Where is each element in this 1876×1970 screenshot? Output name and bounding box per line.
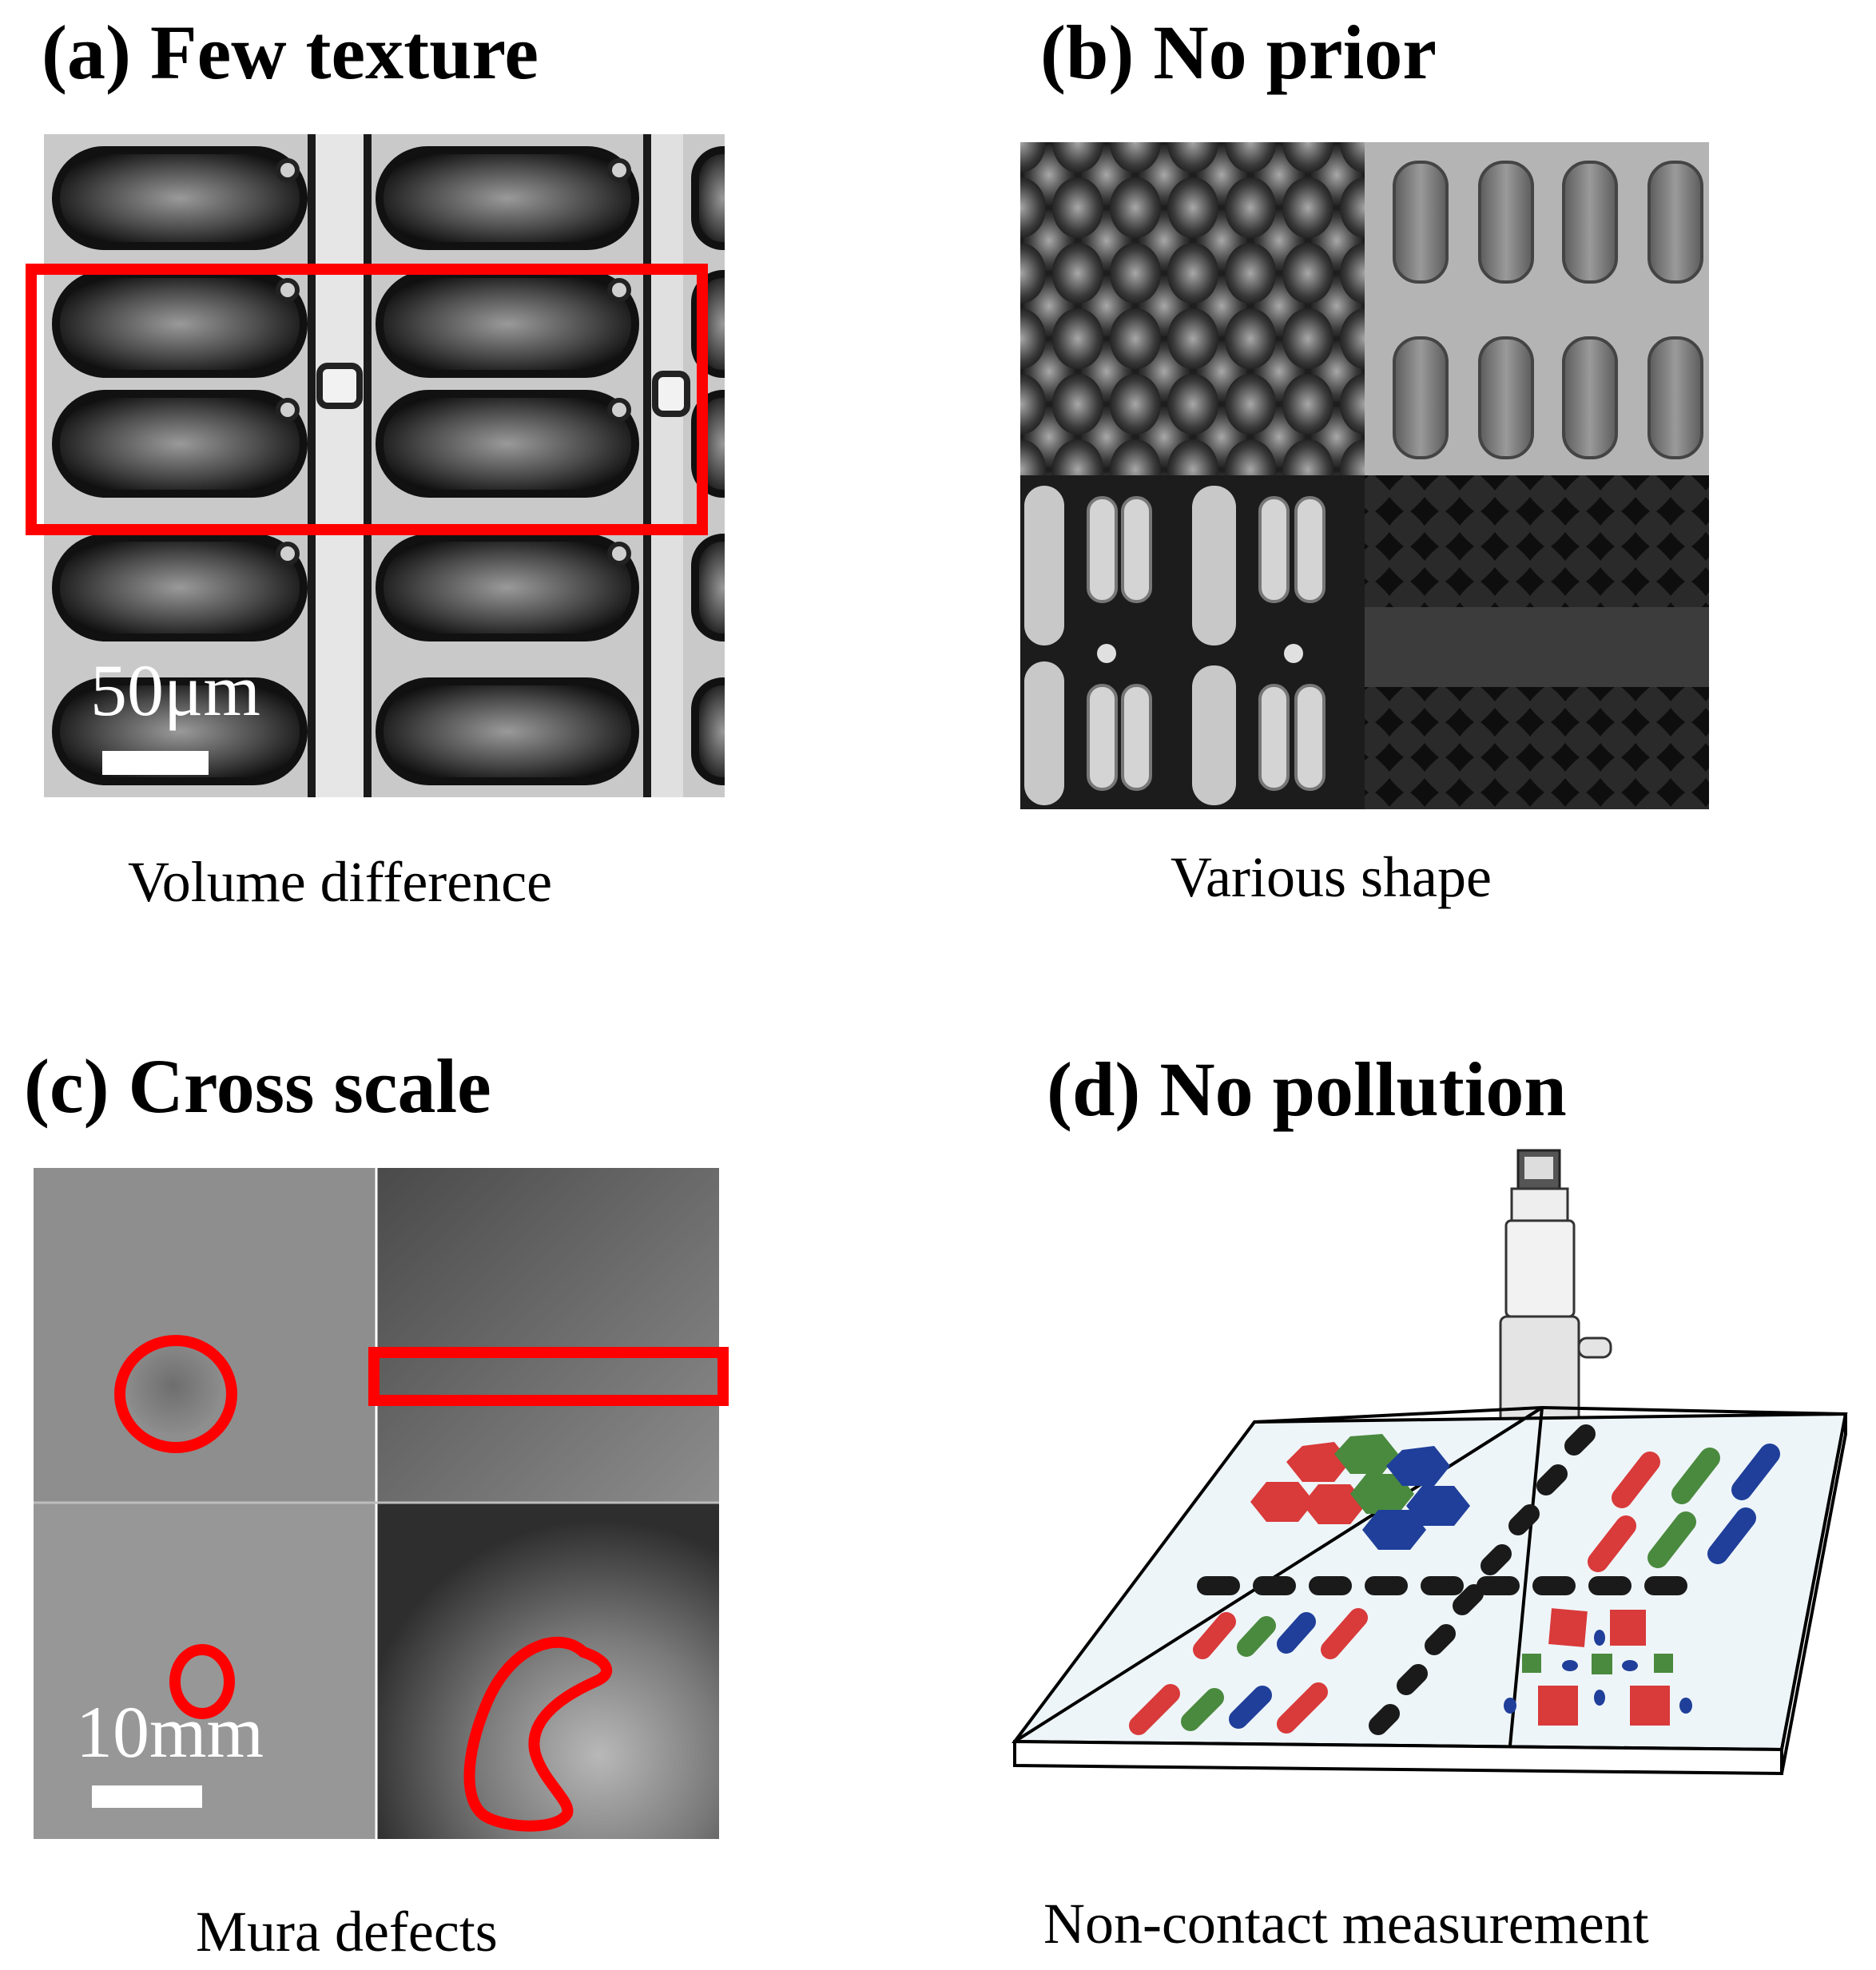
- panel-a-micrograph: [44, 134, 725, 797]
- panel-a-caption: Volume difference: [128, 850, 553, 914]
- panel-d-title: (d) No pollution: [1047, 1047, 1567, 1132]
- panel-a-scale-label: 50μm: [90, 649, 260, 731]
- panel-b-title: (b) No prior: [1040, 10, 1437, 95]
- panel-a-scale-bar: [102, 751, 209, 775]
- panel-b-shapes-grid: [1020, 142, 1709, 809]
- panel-c-title: (c) Cross scale: [24, 1043, 491, 1129]
- panel-d-illustration: [1012, 1149, 1848, 1776]
- panel-a-title: (a) Few texture: [42, 10, 539, 95]
- panel-d-caption: Non-contact measurement: [1043, 1892, 1649, 1956]
- panel-a-highlight-box: [26, 264, 708, 535]
- panel-b-caption: Various shape: [1171, 845, 1492, 909]
- panel-c-scale-bar: [92, 1785, 202, 1808]
- panel-c-scale-label: 10mm: [76, 1691, 264, 1773]
- panel-c-caption: Mura defects: [196, 1900, 498, 1964]
